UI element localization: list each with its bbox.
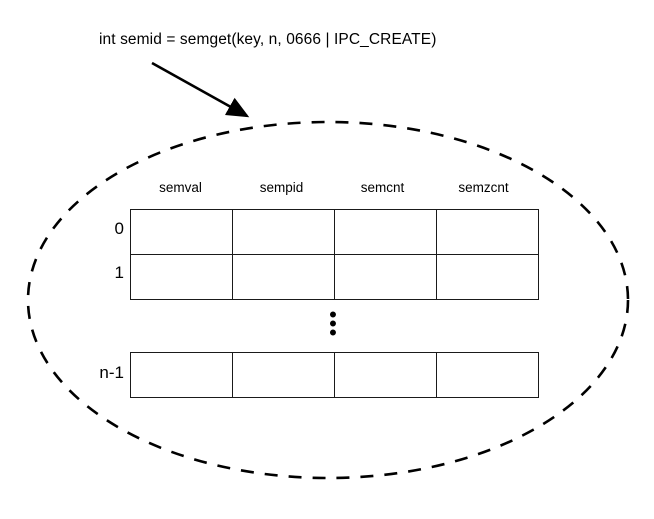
cell-semval-1 — [130, 254, 233, 300]
cell-sempid-1 — [232, 254, 335, 300]
cell-semcnt-1 — [334, 254, 437, 300]
cell-semzcnt-1 — [436, 254, 539, 300]
column-header-semval: semval — [159, 180, 202, 195]
cell-sempid-n-1 — [232, 352, 335, 398]
row-label-n-minus-1: n-1 — [99, 363, 124, 382]
cell-sempid-0 — [232, 209, 335, 255]
cell-semzcnt-n-1 — [436, 352, 539, 398]
ellipsis-dot: • — [329, 320, 337, 345]
ellipsis-dot: • — [329, 302, 337, 327]
cell-semcnt-0 — [334, 209, 437, 255]
semaphore-table-first-rows — [130, 209, 539, 300]
semaphore-table-last-row — [130, 352, 539, 398]
cell-semval-n-1 — [130, 352, 233, 398]
row-label-0: 0 — [114, 219, 124, 238]
cell-semcnt-n-1 — [334, 352, 437, 398]
cell-semval-0 — [130, 209, 233, 255]
table-row — [130, 254, 539, 300]
row-label-1: 1 — [114, 263, 124, 282]
column-header-sempid: sempid — [259, 180, 304, 195]
semget-code-caption: int semid = semget(key, n, 0666 | IPC_CR… — [99, 31, 437, 48]
column-header-semzcnt: semzcnt — [458, 180, 509, 195]
ellipsis-dot: • — [329, 311, 337, 336]
vertical-ellipsis-icon: • • • — [324, 302, 342, 345]
callout-arrow-line — [151, 61, 250, 118]
table-row — [130, 352, 539, 398]
table-row — [130, 209, 539, 255]
semaphore-set-boundary-ellipse — [26, 120, 630, 480]
cell-semzcnt-0 — [436, 209, 539, 255]
column-header-semcnt: semcnt — [360, 180, 405, 195]
